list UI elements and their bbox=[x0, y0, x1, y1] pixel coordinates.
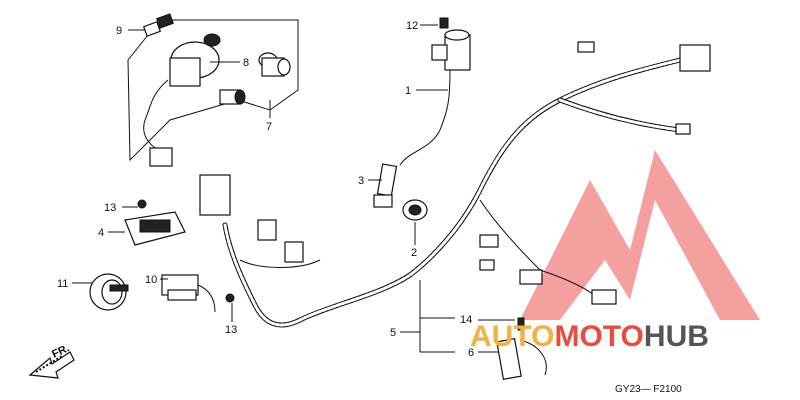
callout-13-top: 13 bbox=[104, 202, 116, 214]
callout-9: 9 bbox=[116, 25, 122, 37]
callout-12: 12 bbox=[406, 20, 418, 32]
watermark-text: AUTOMOTOHUB bbox=[470, 320, 709, 353]
key-icon bbox=[142, 13, 174, 37]
wire-harness-icon bbox=[199, 41, 711, 328]
watermark-part-c: HUB bbox=[644, 320, 709, 353]
connector-icon bbox=[519, 269, 543, 285]
connector-icon bbox=[675, 123, 691, 135]
front-arrow-icon: FR. bbox=[28, 342, 75, 379]
connector-icon bbox=[479, 259, 495, 271]
regulator-icon bbox=[124, 199, 186, 246]
seat-lock-icon bbox=[219, 89, 246, 105]
watermark-logo-icon bbox=[520, 150, 760, 320]
connector-icon bbox=[591, 289, 617, 305]
callout-8: 8 bbox=[243, 57, 249, 69]
connector-icon bbox=[679, 44, 711, 72]
bolt-icon bbox=[225, 293, 235, 303]
connector-icon bbox=[284, 241, 304, 263]
ignition-switch-group bbox=[127, 13, 299, 167]
callout-5: 5 bbox=[390, 327, 396, 339]
leader-lines bbox=[72, 24, 515, 353]
connector-icon bbox=[577, 41, 595, 53]
connector-icon bbox=[479, 234, 499, 248]
fuse-holder-icon bbox=[496, 317, 547, 380]
grommet-icon bbox=[402, 199, 428, 221]
callout-7: 7 bbox=[266, 121, 272, 133]
diagram-code: GY23— F2100 bbox=[615, 384, 682, 395]
relay-icon bbox=[161, 274, 235, 313]
watermark-part-b: MOTO bbox=[554, 320, 643, 353]
horn-icon bbox=[89, 273, 129, 311]
callout-13-bottom: 13 bbox=[225, 324, 237, 336]
connector-icon bbox=[257, 219, 277, 241]
callout-14: 14 bbox=[460, 314, 472, 326]
watermark-word: AUTOMOTOHUB bbox=[470, 320, 709, 353]
callout-4: 4 bbox=[98, 227, 104, 239]
spark-plug-cap-icon bbox=[373, 163, 398, 208]
callout-6: 6 bbox=[468, 347, 474, 359]
callout-11: 11 bbox=[57, 278, 68, 290]
logo-mark bbox=[520, 150, 760, 320]
callout-10: 10 bbox=[145, 274, 157, 286]
ignition-coil-icon bbox=[399, 17, 471, 166]
callout-3: 3 bbox=[358, 175, 364, 187]
callout-labels: 9 8 7 12 1 3 2 13 4 11 10 13 5 14 6 bbox=[57, 20, 474, 359]
watermark-part-a: AUTO bbox=[470, 320, 554, 353]
lock-cylinder-icon bbox=[258, 52, 291, 77]
callout-2: 2 bbox=[411, 247, 417, 259]
ignition-switch-icon bbox=[143, 33, 221, 167]
callout-1: 1 bbox=[405, 85, 411, 97]
bolt-icon bbox=[137, 199, 147, 209]
connector-icon bbox=[199, 174, 231, 216]
fuse-icon bbox=[517, 317, 525, 331]
